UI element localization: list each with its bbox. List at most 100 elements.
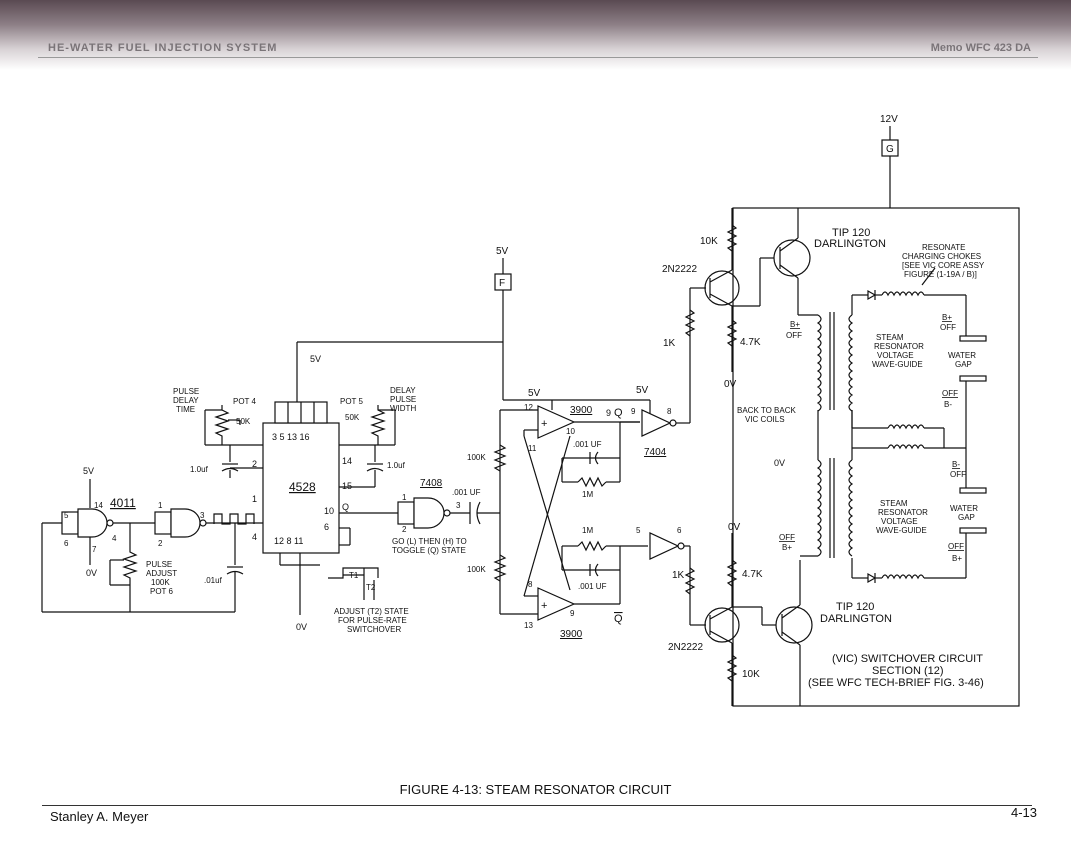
svg-text:1: 1 bbox=[252, 494, 257, 504]
svg-text:.01uf: .01uf bbox=[204, 576, 223, 585]
svg-text:7404: 7404 bbox=[644, 447, 667, 458]
svg-text:10K: 10K bbox=[700, 236, 718, 247]
svg-text:GO (L) THEN (H) TO: GO (L) THEN (H) TO bbox=[392, 537, 467, 546]
opamp-top bbox=[537, 405, 576, 439]
svg-text:1K: 1K bbox=[672, 570, 685, 581]
svg-text:5V: 5V bbox=[83, 466, 94, 476]
svg-text:8: 8 bbox=[528, 580, 533, 589]
svg-text:GAP: GAP bbox=[955, 360, 972, 369]
svg-text:FIGURE (1-19A / B)]: FIGURE (1-19A / B)] bbox=[904, 270, 977, 279]
figure-caption: FIGURE 4-13: STEAM RESONATOR CIRCUIT bbox=[399, 782, 672, 797]
svg-text:(SEE WFC TECH-BRIEF FIG. 3-46: (SEE WFC TECH-BRIEF FIG. 3-46) bbox=[808, 677, 984, 689]
svg-text:2N2222: 2N2222 bbox=[668, 642, 703, 653]
svg-text:13: 13 bbox=[524, 621, 533, 630]
svg-text:OFF: OFF bbox=[786, 331, 802, 340]
darlington-top bbox=[773, 239, 811, 277]
svg-text:100K: 100K bbox=[467, 565, 486, 574]
label-f: F bbox=[499, 278, 505, 289]
gate-7408: 7408 1 2 3 .001 UF GO (L) THEN (H) TO TO… bbox=[328, 478, 500, 634]
darlington-bottom bbox=[775, 606, 813, 644]
svg-text:B+: B+ bbox=[952, 554, 962, 563]
opamp-bottom bbox=[537, 587, 576, 621]
svg-text:5: 5 bbox=[64, 511, 69, 520]
svg-text:POT 6: POT 6 bbox=[150, 587, 174, 596]
footer-page-number: 4-13 bbox=[1010, 805, 1037, 820]
supply-5v-f: 5V F 5V bbox=[296, 246, 560, 402]
label-5v: 5V bbox=[310, 354, 321, 364]
svg-text:Q: Q bbox=[614, 407, 623, 419]
svg-text:15: 15 bbox=[342, 481, 352, 491]
svg-text:B-: B- bbox=[952, 460, 960, 469]
svg-text:1: 1 bbox=[402, 493, 407, 502]
svg-text:50K: 50K bbox=[345, 413, 360, 422]
svg-text:1.0uf: 1.0uf bbox=[190, 465, 209, 474]
svg-text:FOR PULSE-RATE: FOR PULSE-RATE bbox=[338, 616, 407, 625]
svg-text:B+: B+ bbox=[942, 313, 952, 322]
svg-text:DARLINGTON: DARLINGTON bbox=[820, 613, 892, 625]
svg-text:STEAM: STEAM bbox=[880, 499, 908, 508]
svg-text:SWITCHOVER: SWITCHOVER bbox=[347, 625, 401, 634]
svg-text:WIDTH: WIDTH bbox=[390, 404, 416, 413]
svg-text:BACK TO BACK: BACK TO BACK bbox=[737, 406, 797, 415]
label-12v: 12V bbox=[880, 114, 898, 125]
svg-text:OFF: OFF bbox=[942, 389, 958, 398]
svg-text:5V: 5V bbox=[528, 388, 541, 399]
svg-text:PULSE: PULSE bbox=[146, 560, 172, 569]
svg-text:OFF: OFF bbox=[948, 542, 964, 551]
svg-text:7408: 7408 bbox=[420, 478, 443, 489]
header-rule bbox=[38, 57, 1038, 58]
svg-text:3900: 3900 bbox=[560, 629, 583, 640]
svg-text:WAVE-GUIDE: WAVE-GUIDE bbox=[872, 360, 923, 369]
inverter-7404: 9 8 7404 5 6 bbox=[620, 288, 691, 625]
svg-text:3: 3 bbox=[456, 501, 461, 510]
svg-text:0V: 0V bbox=[774, 458, 785, 468]
svg-text:.001 UF: .001 UF bbox=[578, 582, 607, 591]
svg-text:100K: 100K bbox=[151, 578, 170, 587]
svg-text:1M: 1M bbox=[582, 526, 593, 535]
svg-text:WAVE-GUIDE: WAVE-GUIDE bbox=[876, 526, 927, 535]
svg-text:0V: 0V bbox=[296, 622, 307, 632]
timer-4528: 3 5 13 16 4528 12 8 11 2 1 4 14 15 10 6 … bbox=[173, 386, 416, 632]
svg-text:1: 1 bbox=[158, 501, 163, 510]
svg-text:8: 8 bbox=[667, 407, 672, 416]
svg-text:2: 2 bbox=[252, 459, 257, 469]
svg-text:WATER: WATER bbox=[950, 504, 978, 513]
svg-text:B+: B+ bbox=[790, 320, 800, 329]
svg-text:100K: 100K bbox=[467, 453, 486, 462]
svg-text:10: 10 bbox=[566, 427, 575, 436]
svg-text:RESONATOR: RESONATOR bbox=[878, 508, 928, 517]
svg-text:1M: 1M bbox=[582, 490, 593, 499]
svg-text:OFF: OFF bbox=[950, 470, 966, 479]
svg-text:5V: 5V bbox=[636, 385, 649, 396]
running-header-right: Memo WFC 423 DA bbox=[930, 42, 1031, 54]
svg-text:TIP 120: TIP 120 bbox=[836, 601, 874, 613]
svg-text:12: 12 bbox=[524, 403, 533, 412]
svg-text:+: + bbox=[541, 600, 547, 612]
svg-text:14: 14 bbox=[342, 456, 352, 466]
footer-author: Stanley A. Meyer bbox=[50, 809, 149, 824]
timer-pins-bottom: 12 8 11 bbox=[274, 536, 303, 546]
supply-12v: 12V G bbox=[880, 114, 899, 208]
svg-text:T2: T2 bbox=[366, 583, 376, 592]
svg-text:DARLINGTON: DARLINGTON bbox=[814, 238, 886, 250]
svg-text:DELAY: DELAY bbox=[390, 386, 416, 395]
svg-text:Q: Q bbox=[614, 613, 623, 625]
driver-stage: 1K 2N2222 10K 4.7K 0V TIP 120 DARLINGTON… bbox=[662, 208, 892, 706]
transistor-2n2222-top bbox=[704, 270, 740, 306]
svg-text:4.7K: 4.7K bbox=[740, 337, 761, 348]
svg-text:4: 4 bbox=[112, 534, 117, 543]
svg-text:TIP 120: TIP 120 bbox=[832, 227, 870, 239]
svg-text:B-: B- bbox=[944, 400, 952, 409]
svg-text:1.0uf: 1.0uf bbox=[387, 461, 406, 470]
footer-rule bbox=[42, 805, 1032, 806]
svg-text:6: 6 bbox=[324, 522, 329, 532]
svg-text:50K: 50K bbox=[236, 417, 251, 426]
svg-text:OFF: OFF bbox=[779, 533, 795, 542]
svg-text:OFF: OFF bbox=[940, 323, 956, 332]
flipflop-3900: 100K 100K 5V 5V + 12 10 11 3900 9 Q + 8 … bbox=[467, 385, 651, 640]
timer-pins-top: 3 5 13 16 bbox=[272, 432, 310, 442]
label-5v-top: 5V bbox=[496, 246, 509, 257]
svg-text:B+: B+ bbox=[782, 543, 792, 552]
svg-text:Q: Q bbox=[342, 502, 349, 512]
svg-text:4: 4 bbox=[252, 532, 257, 542]
